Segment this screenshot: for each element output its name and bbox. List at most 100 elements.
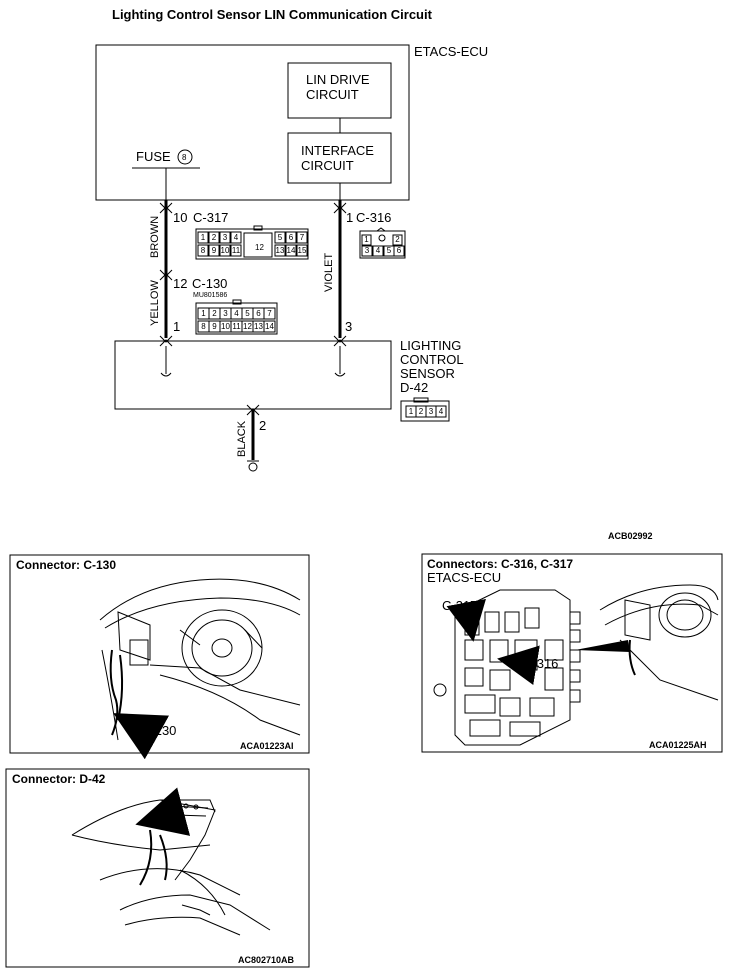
right-terminal-sensor-bottom (333, 339, 347, 347)
panel-c130-code: ACA01223AI (240, 741, 294, 751)
left-terminal-c130-top (159, 269, 173, 277)
panel-c316-c317-subtitle: ETACS-ECU (427, 570, 501, 585)
c316-connector-face (359, 227, 406, 259)
left-terminal-c317-bottom (159, 206, 173, 214)
c317-code: C-317 (193, 210, 228, 225)
c317-callout-arrow-icon (446, 598, 486, 642)
connector-cell (296, 244, 308, 257)
panel-c316-c317: Connectors: C-316, C-317 ETACS-ECU (421, 553, 723, 753)
connector-cell (274, 244, 286, 257)
left-terminal-sensor-top (159, 335, 173, 343)
sensor-pin-ground: 2 (259, 418, 266, 433)
connector-cell-label: 9 (212, 322, 217, 331)
connector-cell (197, 231, 209, 244)
c317-connector-face: 12 (195, 225, 309, 260)
connector-cell-label: 1 (201, 233, 206, 242)
fuse-number: 8 (182, 153, 187, 162)
connector-cell (230, 244, 242, 257)
connector-cell-label: 15 (298, 246, 307, 255)
panel-d42-title: Connector: D-42 (12, 772, 106, 786)
c130-pin-number: 12 (173, 276, 187, 291)
fuse-number-circle (177, 149, 193, 165)
c130-code: C-130 (192, 276, 227, 291)
interface-line1: INTERFACE (301, 143, 374, 158)
c316-code: C-316 (356, 210, 391, 225)
connector-cell (296, 231, 308, 244)
connector-cell (392, 234, 403, 246)
headliner-illustration (71, 799, 271, 936)
sensor-pin-left: 1 (173, 319, 180, 334)
connector-cell-label: 9 (212, 246, 217, 255)
connector-cell (219, 231, 231, 244)
c316-callout-arrow-icon (497, 645, 540, 685)
panel-c316-c317-code: ACA01225AH (649, 740, 707, 750)
connector-cell-label: 3 (429, 407, 434, 416)
lin-drive-line1: LIN DRIVE (306, 72, 370, 87)
ground-symbol-icon (248, 462, 258, 472)
connector-cell-label: 4 (439, 407, 444, 416)
connector-cell-label: 2 (395, 235, 400, 244)
connector-cell-label: 4 (376, 246, 381, 255)
connector-cell-label: 7 (300, 233, 305, 242)
connector-cell-label: 1 (409, 407, 414, 416)
connector-cell-label: 8 (201, 246, 206, 255)
connector-cell-label: 13 (276, 246, 285, 255)
panel-d42: Connector: D-42 AC802710AB (5, 768, 310, 968)
sensor-internal-left-end (160, 372, 172, 377)
etacs-ecu-illustration (433, 584, 719, 746)
ground-terminal-bottom (246, 408, 260, 416)
connector-cell-label: 1 (201, 309, 206, 318)
panel-c130: Connector: C-130 C-130 ACA01223AI (9, 554, 310, 760)
lighting-control-sensor-box (114, 340, 392, 410)
connector-cell-label: 3 (223, 309, 228, 318)
panel-c316-callout: C-316 (523, 656, 558, 671)
fuse-label: FUSE (136, 149, 171, 164)
connector-cell (263, 320, 276, 333)
connector-cell-label: 14 (287, 246, 296, 255)
panel-c317-callout: C-317 (442, 598, 477, 613)
connector-cell (435, 405, 447, 418)
connector-cell-label: 2 (212, 233, 217, 242)
connector-cell (219, 244, 231, 257)
right-terminal-c316-bottom (333, 206, 347, 214)
connector-cell (393, 245, 405, 257)
connector-cell (285, 231, 297, 244)
connector-cell (372, 245, 384, 257)
sensor-internal-right-end (334, 372, 346, 377)
connector-cell (361, 245, 373, 257)
violet-wire-label: VIOLET (323, 253, 335, 292)
interface-line2: CIRCUIT (301, 158, 354, 173)
c316-pin-number: 1 (346, 210, 353, 225)
connector-cell-label: 13 (254, 322, 263, 331)
connector-cell (197, 244, 209, 257)
sensor-name-line1: LIGHTING (400, 338, 461, 353)
c317-pin-number: 10 (173, 210, 187, 225)
ground-terminal-top (246, 404, 260, 412)
sensor-name-line2: CONTROL (400, 352, 464, 367)
connector-cell-label: 11 (232, 322, 241, 331)
connector-cell-label: 2 (212, 309, 217, 318)
connector-cell-label: 8 (201, 322, 206, 331)
panel-c130-title: Connector: C-130 (16, 558, 116, 572)
panel-c130-callout: C-130 (141, 723, 176, 738)
connector-cell-label: 11 (232, 246, 241, 255)
sensor-pin-right: 3 (345, 319, 352, 334)
connector-cell-label: 4 (234, 233, 239, 242)
c130-callout-arrow-icon (113, 713, 170, 760)
d42-callout-arrow-icon (135, 787, 191, 836)
connector-cell-label: 6 (397, 246, 402, 255)
connector-cell-label: 5 (278, 233, 283, 242)
etacs-ecu-label: ETACS-ECU (414, 44, 488, 59)
connector-cell (230, 231, 242, 244)
c130-part-number: MU801586 (193, 292, 227, 299)
connector-cell-label: 1 (364, 235, 369, 244)
connector-cell-label: 2 (419, 407, 424, 416)
connector-cell-label: 10 (221, 246, 230, 255)
dashboard-illustration (99, 578, 301, 741)
connector-cell-label: 4 (234, 309, 239, 318)
right-terminal-sensor-top (333, 335, 347, 343)
lin-drive-line2: CIRCUIT (306, 87, 359, 102)
